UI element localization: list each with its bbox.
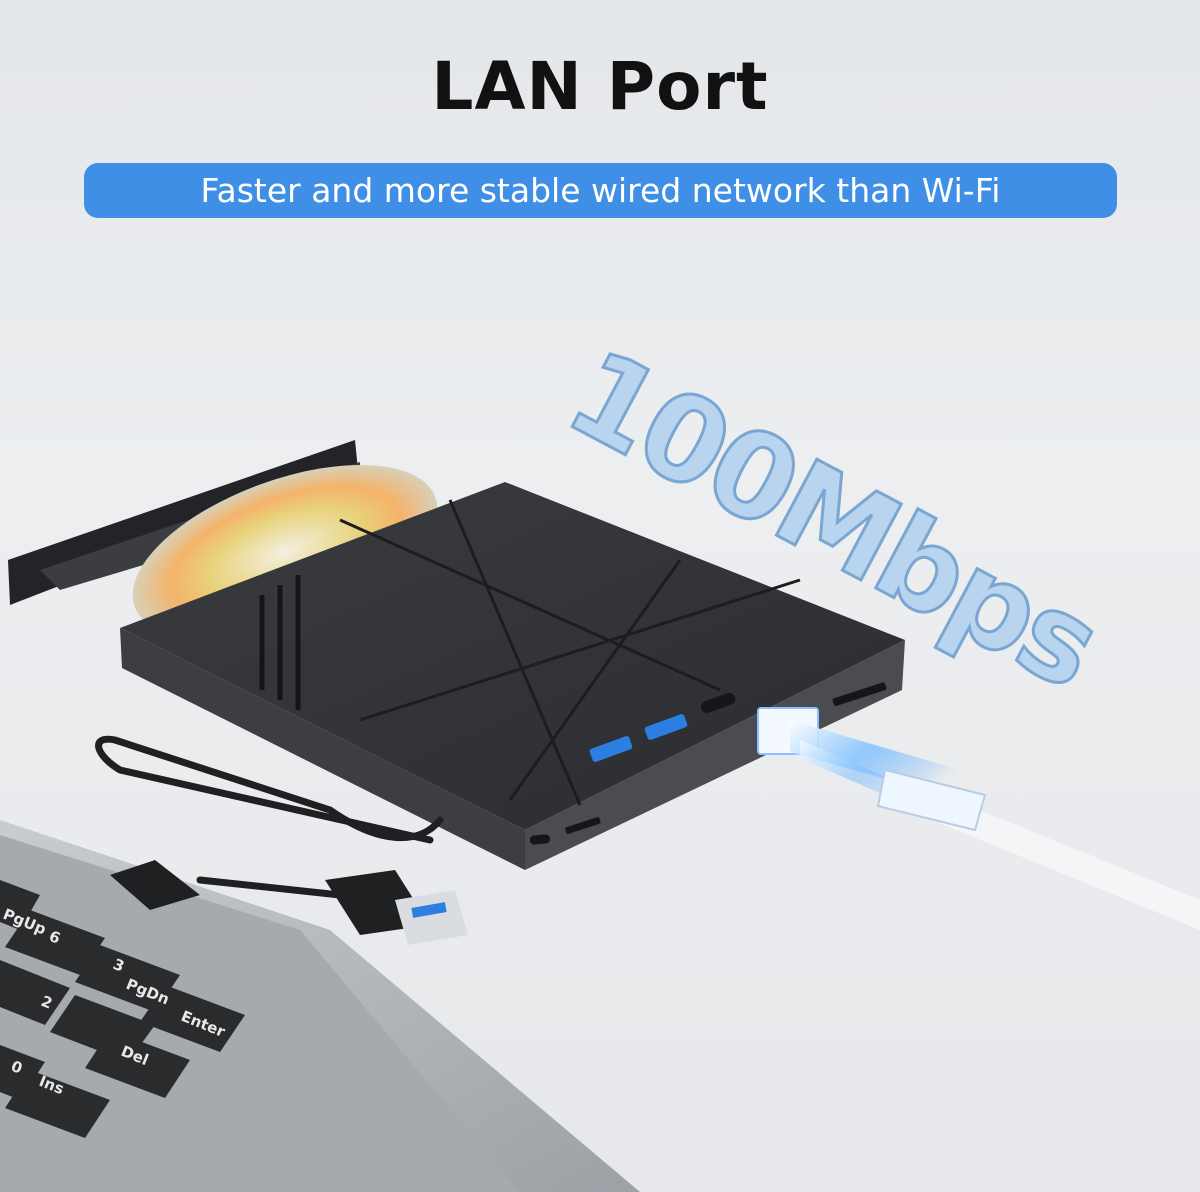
laptop — [0, 820, 640, 1192]
usb-cable — [95, 735, 444, 899]
ethernet-cable — [876, 768, 1200, 930]
optical-drive-device — [120, 482, 905, 870]
usb-a-connector — [110, 860, 468, 945]
headline: LAN Port — [431, 48, 769, 125]
feature-banner: Faster and more stable wired network tha… — [84, 163, 1117, 218]
banner-text: Faster and more stable wired network tha… — [200, 171, 1001, 210]
